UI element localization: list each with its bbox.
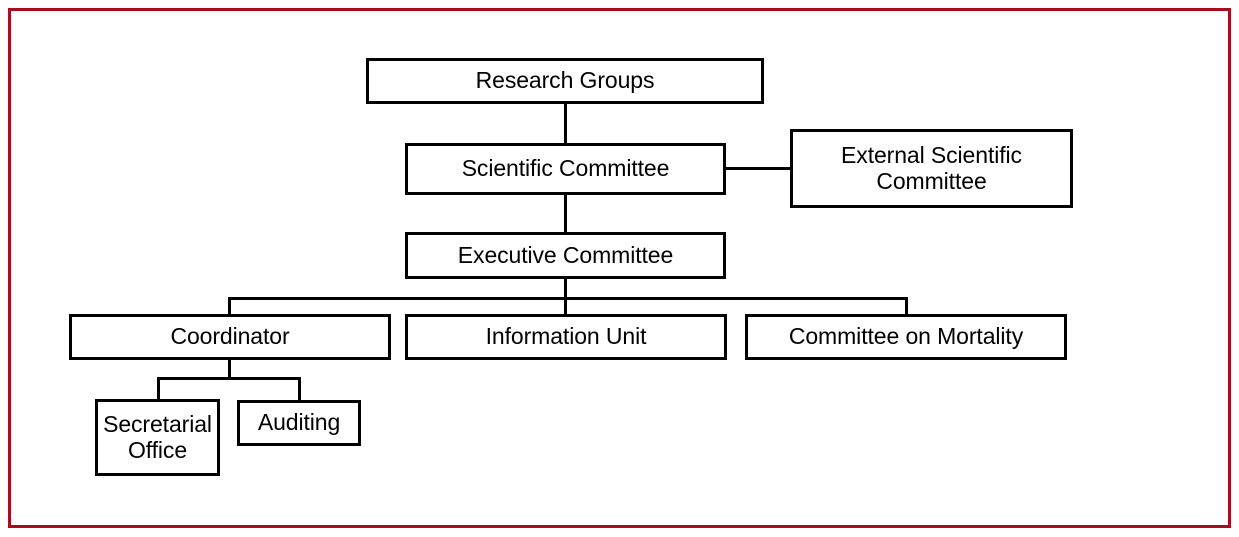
node-committee-on-mortality[interactable]: Committee on Mortality — [745, 314, 1067, 360]
outer-frame-border — [8, 8, 1231, 528]
edge-scientific-committee-to-executive-committee — [564, 192, 567, 234]
node-auditing-label: Auditing — [257, 409, 341, 436]
node-auditing[interactable]: Auditing — [237, 400, 361, 446]
edge-bar-drop-to-coordinator — [228, 297, 231, 317]
edge-bar-drop-to-secretarial-office — [157, 377, 160, 401]
edge-bar-drop-to-auditing — [298, 377, 301, 401]
node-research-groups-label: Research Groups — [475, 67, 655, 94]
node-external-scientific-committee[interactable]: External Scientific Committee — [790, 129, 1073, 208]
node-information-unit-label: Information Unit — [485, 323, 647, 350]
node-external-scientific-committee-line1: External Scientific — [841, 141, 1022, 168]
node-coordinator[interactable]: Coordinator — [69, 314, 391, 360]
node-coordinator-label: Coordinator — [170, 323, 290, 350]
edge-scientific-committee-to-external-committee — [723, 167, 793, 170]
node-external-scientific-committee-label: External Scientific Committee — [829, 141, 1034, 195]
edge-executive-committee-distribution-bar — [228, 297, 908, 300]
edge-executive-committee-stem-top — [564, 278, 567, 300]
node-research-groups[interactable]: Research Groups — [366, 58, 764, 104]
edge-bar-drop-to-committee-on-mortality — [905, 297, 908, 317]
node-secretarial-office-line2: Office — [127, 436, 188, 463]
node-scientific-committee[interactable]: Scientific Committee — [405, 143, 726, 195]
edge-research-groups-to-scientific-committee — [564, 100, 567, 146]
node-secretarial-office-label: Secretarial Office — [91, 410, 224, 464]
edge-bar-drop-to-information-unit — [564, 297, 567, 317]
node-committee-on-mortality-label: Committee on Mortality — [788, 323, 1024, 350]
edge-coordinator-distribution-bar — [157, 377, 301, 380]
node-executive-committee[interactable]: Executive Committee — [405, 232, 726, 279]
node-external-scientific-committee-line2: Committee — [876, 167, 987, 194]
node-secretarial-office-line1: Secretarial — [103, 410, 212, 437]
node-scientific-committee-label: Scientific Committee — [461, 155, 670, 182]
node-executive-committee-label: Executive Committee — [457, 241, 674, 268]
node-secretarial-office[interactable]: Secretarial Office — [95, 399, 220, 476]
node-information-unit[interactable]: Information Unit — [405, 314, 727, 360]
edge-coordinator-stem-down — [228, 358, 231, 380]
